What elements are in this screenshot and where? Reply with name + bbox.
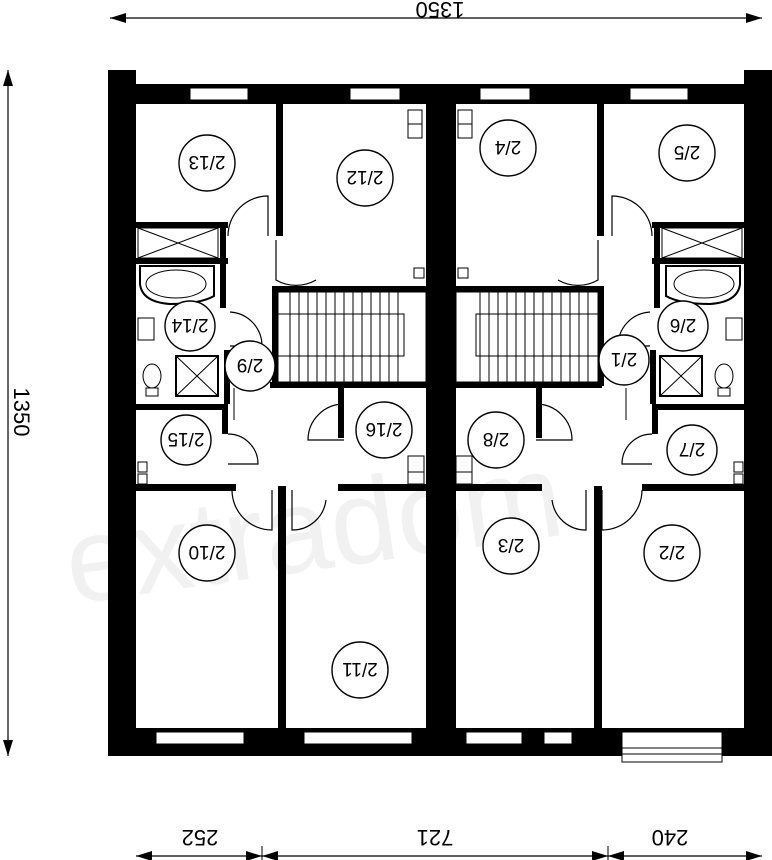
segment-middle-label: 721 bbox=[417, 825, 454, 850]
room-marker-circle bbox=[331, 641, 389, 699]
room-marker-circle bbox=[657, 300, 709, 352]
room-number-label: 2/14 bbox=[171, 314, 208, 335]
room-number-label: 2/1 bbox=[611, 348, 637, 369]
outer-walls bbox=[108, 70, 772, 756]
room-number-label: 2/9 bbox=[237, 354, 263, 375]
room-marker: 2/10 bbox=[178, 524, 236, 582]
room-number-label: 2/16 bbox=[366, 418, 403, 439]
room-marker-circle bbox=[666, 424, 718, 476]
room-number-label: 2/10 bbox=[189, 541, 226, 562]
top-windows bbox=[189, 87, 689, 101]
segment-right-label: 240 bbox=[652, 825, 689, 850]
room-marker: 2/8 bbox=[467, 411, 525, 469]
room-marker: 2/12 bbox=[336, 149, 394, 207]
room-marker-circle bbox=[178, 524, 236, 582]
room-labels: 2/13 2/12 2/14 2/9 2/15 2/16 2/10 2/11 2/4 2/5 2/6… bbox=[160, 119, 718, 699]
room-number-label: 2/7 bbox=[679, 438, 705, 459]
doors-right bbox=[535, 195, 653, 531]
room-marker-circle bbox=[178, 134, 236, 192]
room-marker: 2/14 bbox=[164, 300, 216, 352]
room-marker: 2/3 bbox=[482, 517, 540, 575]
interior-walls-left bbox=[136, 104, 426, 728]
room-marker: 2/1 bbox=[598, 334, 650, 386]
segment-left-label: 252 bbox=[182, 825, 219, 850]
room-marker: 2/4 bbox=[479, 119, 537, 177]
room-marker-circle bbox=[467, 411, 525, 469]
fixtures-right bbox=[455, 109, 744, 485]
bottom-dimensions: 252 721 240 bbox=[136, 825, 762, 860]
stairs-right bbox=[455, 291, 599, 383]
room-number-label: 2/2 bbox=[659, 541, 685, 562]
room-marker: 2/6 bbox=[657, 300, 709, 352]
overall-depth-label: 1350 bbox=[9, 388, 34, 437]
room-number-label: 2/3 bbox=[498, 534, 524, 555]
room-marker-circle bbox=[479, 119, 537, 177]
left-dimension: 1350 bbox=[3, 70, 34, 756]
room-marker: 2/13 bbox=[178, 134, 236, 192]
room-marker-circle bbox=[658, 124, 716, 182]
room-marker: 2/11 bbox=[331, 641, 389, 699]
top-dimension: 1350 bbox=[110, 0, 762, 23]
room-marker-circle bbox=[482, 517, 540, 575]
room-marker: 2/9 bbox=[224, 340, 276, 392]
room-number-label: 2/6 bbox=[670, 314, 696, 335]
room-marker: 2/15 bbox=[160, 414, 212, 466]
room-marker: 2/5 bbox=[658, 124, 716, 182]
room-number-label: 2/15 bbox=[168, 428, 205, 449]
room-marker-circle bbox=[355, 401, 413, 459]
room-number-label: 2/4 bbox=[494, 136, 521, 157]
room-number-label: 2/13 bbox=[189, 151, 226, 172]
room-marker-circle bbox=[643, 524, 701, 582]
room-number-label: 2/5 bbox=[674, 141, 700, 162]
fixtures-left bbox=[137, 109, 425, 485]
interior-walls-right bbox=[456, 104, 744, 728]
room-number-label: 2/11 bbox=[342, 658, 378, 679]
room-marker: 2/2 bbox=[643, 524, 701, 582]
room-number-label: 2/8 bbox=[483, 428, 509, 449]
room-marker-circle bbox=[160, 414, 212, 466]
room-number-label: 2/12 bbox=[347, 166, 384, 187]
bottom-windows bbox=[155, 731, 723, 763]
room-marker-circle bbox=[224, 340, 276, 392]
room-marker-circle bbox=[598, 334, 650, 386]
stairs-left bbox=[277, 291, 427, 383]
overall-width-label: 1350 bbox=[416, 0, 465, 22]
room-marker-circle bbox=[164, 300, 216, 352]
room-marker: 2/16 bbox=[355, 401, 413, 459]
room-marker: 2/7 bbox=[666, 424, 718, 476]
doors-left bbox=[227, 195, 345, 531]
room-marker-circle bbox=[336, 149, 394, 207]
